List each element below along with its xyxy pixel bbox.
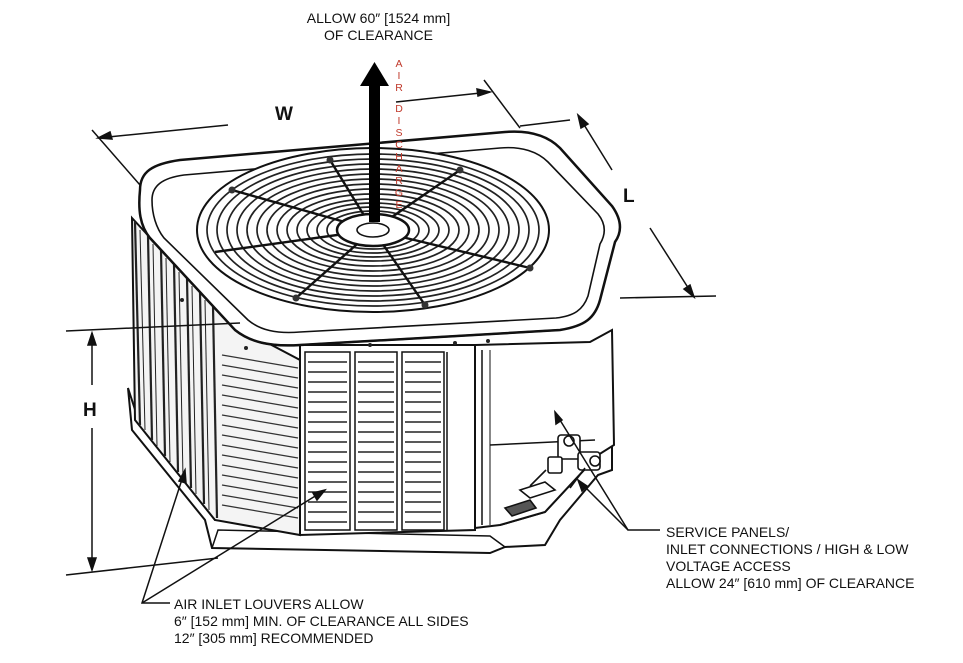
length-label: L xyxy=(623,186,635,207)
service-leader-lines xyxy=(554,409,660,531)
air-discharge-arrow xyxy=(360,62,389,222)
louver-clearance-note: AIR INLET LOUVERS ALLOW 6″ [152 mm] MIN.… xyxy=(174,596,469,647)
louver-leader-lines xyxy=(140,467,327,604)
top-note-line1: ALLOW 60″ [1524 mm] xyxy=(306,10,451,26)
louver-note-line1: AIR INLET LOUVERS ALLOW xyxy=(174,596,364,612)
air-discharge-label: AIR DISCHARGE xyxy=(392,58,406,211)
front-louver-panel xyxy=(299,344,476,537)
height-dimension-line xyxy=(65,322,241,576)
service-note-line1: SERVICE PANELS/ xyxy=(666,524,790,540)
service-note-line3: VOLTAGE ACCESS xyxy=(666,558,791,574)
air-discharge-word1: AIR xyxy=(393,58,405,94)
service-note-line4: ALLOW 24″ [610 mm] OF CLEARANCE xyxy=(666,575,915,591)
fan-grille xyxy=(196,147,550,313)
service-clearance-note: SERVICE PANELS/ INLET CONNECTIONS / HIGH… xyxy=(666,524,914,592)
top-note-line2: OF CLEARANCE xyxy=(324,27,433,43)
top-clearance-note: ALLOW 60″ [1524 mm] OF CLEARANCE xyxy=(296,10,461,44)
service-note-line2: INLET CONNECTIONS / HIGH & LOW xyxy=(666,541,909,557)
width-dimension-line xyxy=(91,79,521,186)
height-label: H xyxy=(83,400,97,421)
louver-note-line2: 6″ [152 mm] MIN. OF CLEARANCE ALL SIDES xyxy=(174,613,469,629)
louver-note-line3: 12″ [305 mm] RECOMMENDED xyxy=(174,630,374,646)
air-discharge-word2: DISCHARGE xyxy=(393,103,405,211)
left-side-panel xyxy=(130,215,301,537)
width-label: W xyxy=(275,104,293,125)
service-panel xyxy=(474,328,616,530)
length-dimension-line xyxy=(519,112,717,300)
service-valves xyxy=(503,434,601,517)
